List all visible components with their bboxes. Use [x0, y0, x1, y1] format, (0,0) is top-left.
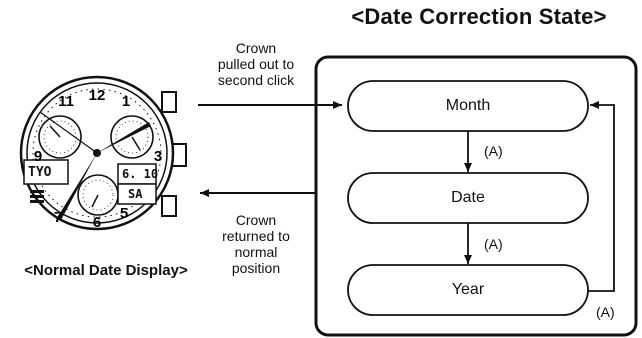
lcd-left-window	[23, 159, 69, 185]
numeral-11: 11	[58, 93, 74, 110]
transition-year-to-month	[588, 101, 615, 292]
hour-hand	[97, 122, 151, 153]
numeral-7: 7	[54, 209, 62, 226]
numeral-3: 3	[154, 148, 162, 165]
numeral-12: 12	[89, 87, 106, 104]
numeral-5: 5	[120, 205, 128, 222]
state-label-month: Month	[445, 97, 491, 114]
pull-out-note-line-2: pulled out to	[217, 56, 295, 72]
minute-track	[32, 88, 162, 218]
return-note-line-1: Crown	[235, 212, 277, 228]
return-note-line-4: position	[231, 260, 281, 276]
watch-illustration: 12 1 3 5 6 7 9 11	[19, 75, 187, 231]
return-note: Crown returned to normal position	[198, 212, 314, 276]
transition-label-1: (A)	[484, 143, 503, 159]
numeral-6: 6	[93, 214, 101, 231]
numeral-1: 1	[122, 93, 130, 110]
lcd-right-top-text: 6. 10	[122, 167, 159, 181]
numeral-9: 9	[34, 148, 42, 165]
return-note-line-3: normal	[234, 244, 278, 260]
transition-label-3: (A)	[596, 304, 615, 320]
diagram-title: <Date Correction State>	[351, 4, 607, 29]
state-node-year	[347, 264, 589, 316]
pull-out-note: Crown pulled out to second click	[198, 40, 314, 88]
lcd-right-bottom-text: SA	[128, 187, 143, 201]
state-label-year: Year	[451, 281, 485, 298]
state-label-date: Date	[451, 189, 485, 206]
lower-pusher-icon	[161, 195, 177, 217]
second-hand	[39, 111, 98, 154]
upper-pusher-icon	[161, 91, 177, 113]
lcd-left-text: TYO	[28, 165, 52, 180]
transition-label-2: (A)	[484, 236, 503, 252]
center-pin	[93, 149, 101, 157]
lcd-right-bottom-window	[117, 183, 157, 205]
date-correction-frame	[314, 55, 638, 337]
pull-out-note-line-1: Crown	[235, 40, 277, 56]
minute-hand	[57, 153, 97, 220]
return-note-line-2: returned to	[222, 228, 290, 244]
pull-out-note-line-3: second click	[217, 72, 295, 88]
normal-date-display-caption: <Normal Date Display>	[24, 262, 188, 279]
